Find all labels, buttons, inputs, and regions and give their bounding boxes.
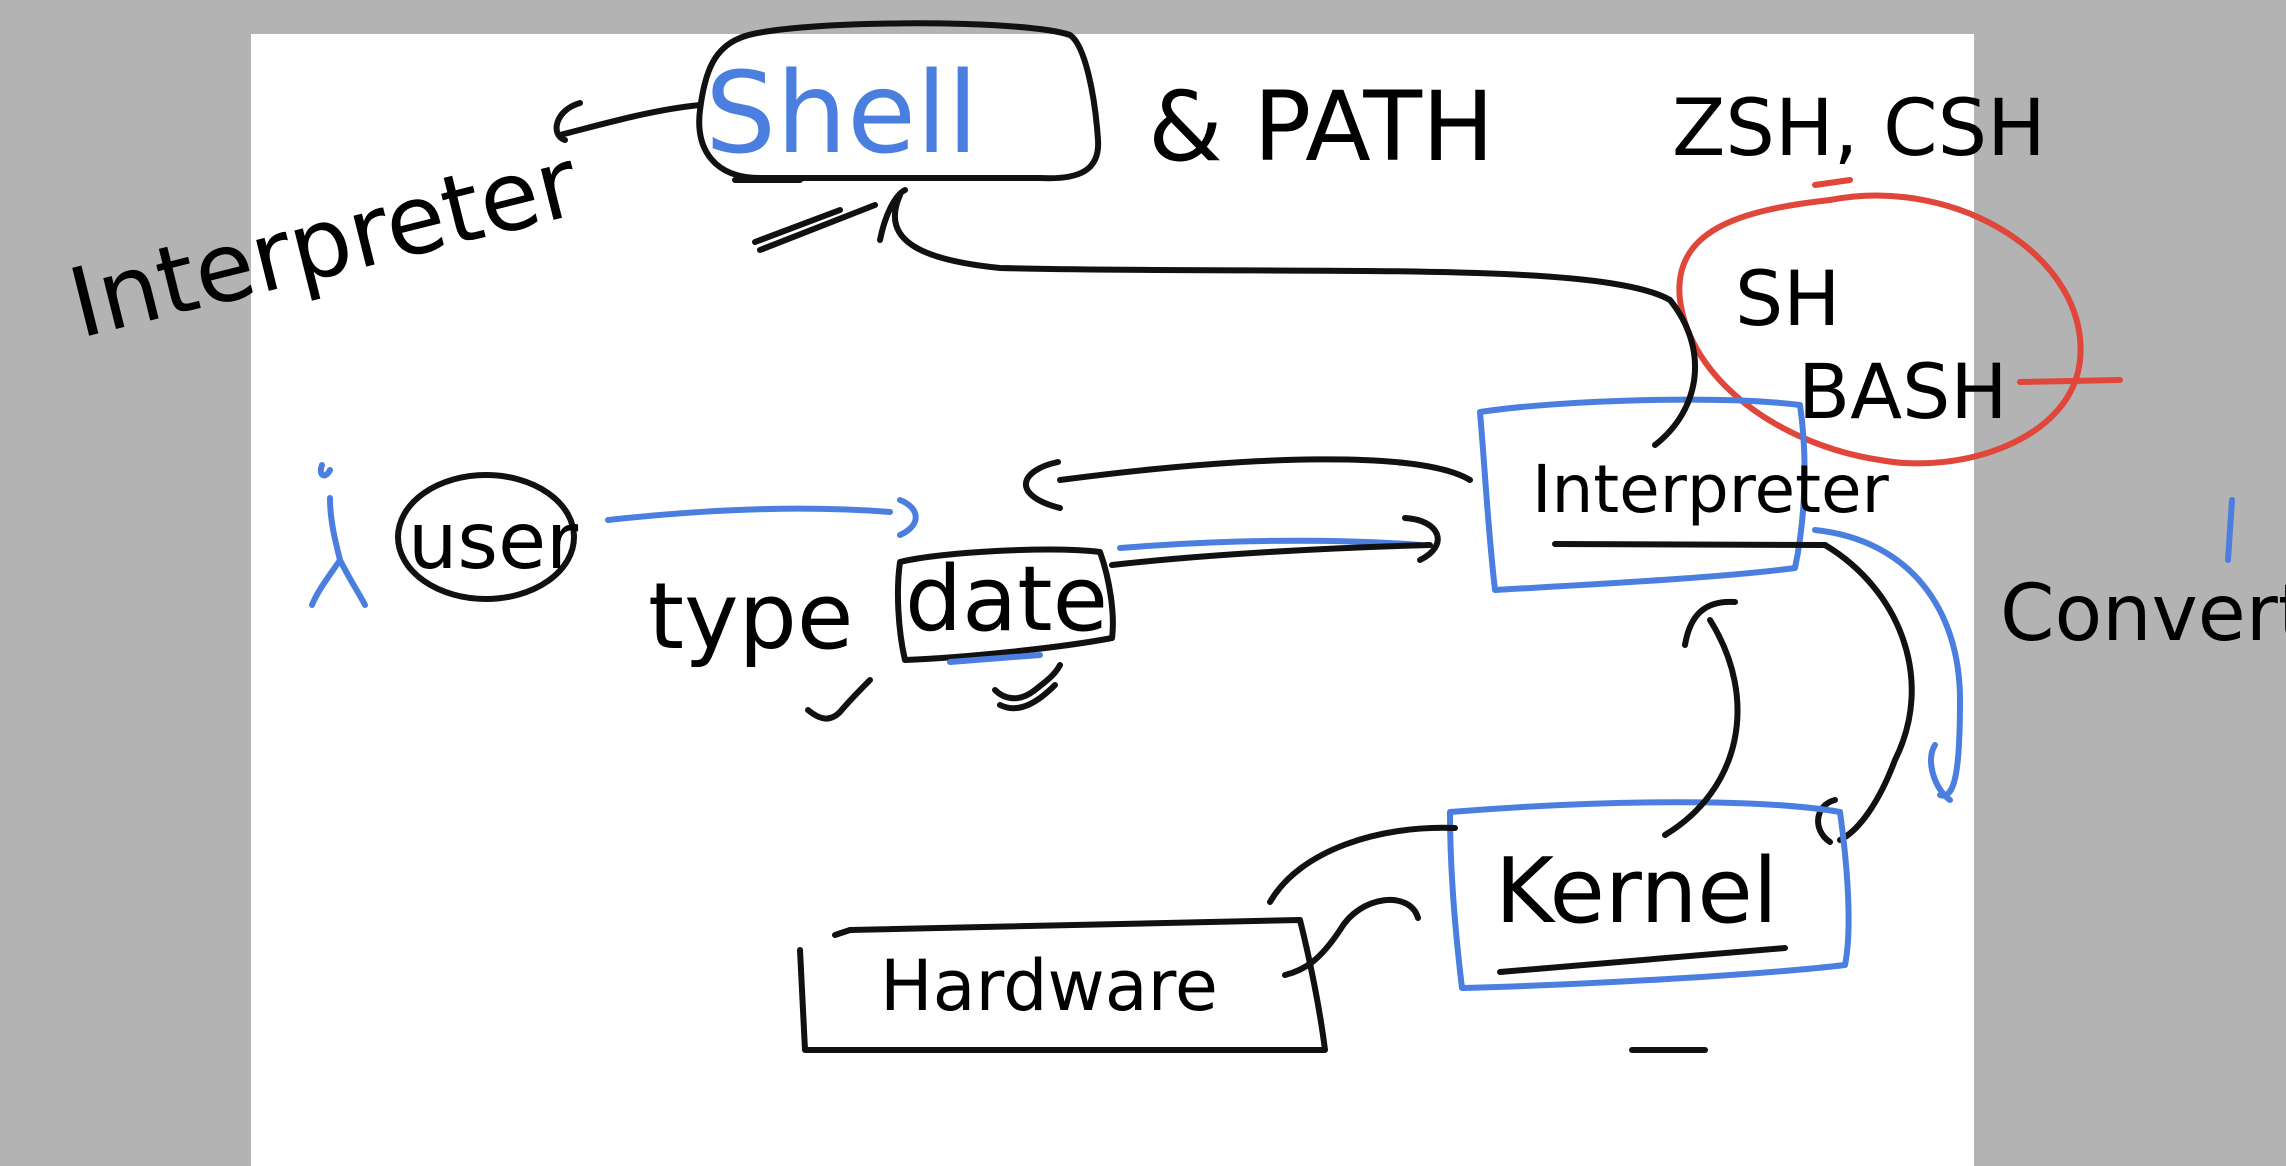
date-underline <box>947 652 1043 665</box>
interpreter-to-shell-arrow <box>877 187 1699 448</box>
kernel-label: Kernel <box>1495 839 1778 944</box>
hardware-label: Hardware <box>880 945 1218 1027</box>
user-label: user <box>408 497 579 587</box>
path-label: & PATH <box>1148 71 1494 183</box>
kernel-underline <box>1497 945 1788 975</box>
date-outline <box>894 546 1116 663</box>
type-label: type <box>648 563 854 670</box>
shell-outline <box>696 20 1102 182</box>
date-checkmark <box>992 662 1063 712</box>
convert-label: Convert <box>2000 569 2286 659</box>
interpreter-left-label: Interpreter <box>58 126 589 360</box>
sh-bash-circle <box>1676 192 2084 467</box>
kernel-to-interpreter-arrow <box>1662 598 1741 838</box>
interpreter-left-annotation: Interpreter <box>58 100 703 360</box>
sh-bash-group: SH BASH <box>1676 177 2123 467</box>
interpreter-to-kernel-arrow <box>1815 542 1915 845</box>
shell-label: Shell <box>705 49 978 179</box>
hardware-node: Hardware <box>797 824 1708 1053</box>
date-node: date <box>894 546 1116 712</box>
interpreter-box-label: Interpreter <box>1532 451 1890 528</box>
interpreter-underline <box>1552 541 1828 548</box>
kernel-to-hardware-arrow <box>1267 824 1458 978</box>
date-to-interpreter-arrow-blue <box>1117 537 1423 551</box>
date-to-interpreter-arrow <box>1109 515 1441 568</box>
shell-underline-checks <box>732 177 878 253</box>
kernel-node: Kernel <box>1447 598 1852 991</box>
hardware-outline <box>797 917 1328 1053</box>
interpreter-to-kernel-arrow-blue <box>1812 527 1963 803</box>
user-node: user <box>309 462 919 608</box>
bash-arrow-tail <box>2017 377 2123 385</box>
interpreter-to-date-arrow <box>1023 456 1473 511</box>
stick-figure-icon <box>309 462 368 608</box>
shells-alt-label: ZSH, CSH <box>1672 84 2046 174</box>
interpreter-node: Interpreter <box>877 187 1890 593</box>
sh-label: SH <box>1735 254 1840 343</box>
date-label: date <box>905 547 1108 652</box>
bash-label: BASH <box>1798 347 2008 436</box>
type-checkmark <box>805 677 873 722</box>
shell-to-interpreter-arrow <box>553 100 703 143</box>
interpreter-outline <box>1477 396 1808 593</box>
shells-alt-underline <box>1812 177 1853 188</box>
user-outline <box>395 472 577 602</box>
user-to-date-arrow <box>605 497 919 538</box>
convert-tick <box>2225 497 2235 563</box>
shell-node: Shell <box>696 20 1102 253</box>
